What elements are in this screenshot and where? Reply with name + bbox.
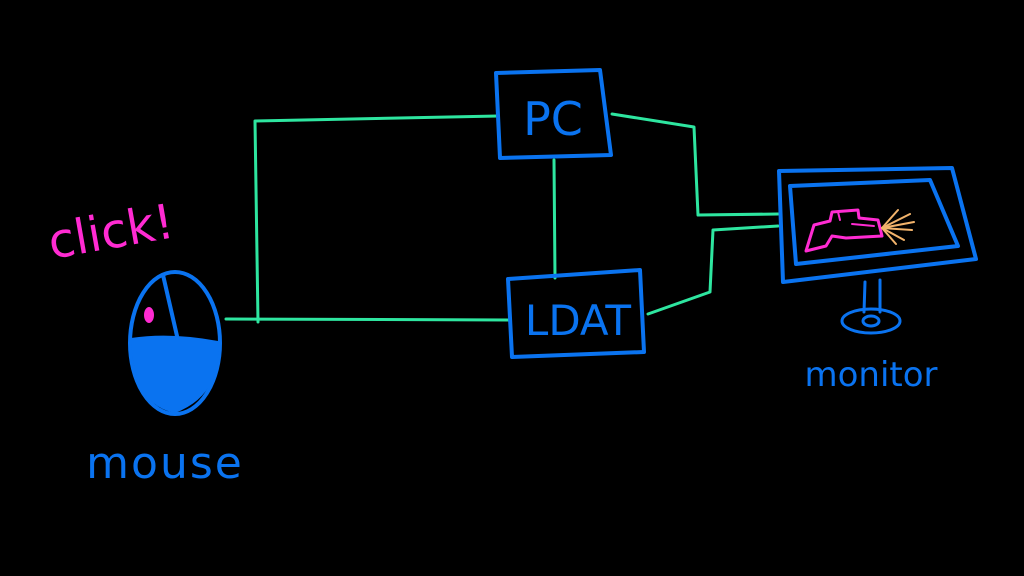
ldat-box <box>506 268 646 359</box>
mouse-button-divider <box>161 273 179 338</box>
mouse-body <box>128 270 222 416</box>
ldat-label: LDAT <box>525 296 631 345</box>
pc-box <box>494 68 613 160</box>
click-label: click! <box>44 194 178 271</box>
connections <box>224 112 780 324</box>
pc-label: PC <box>523 92 583 146</box>
ldat-node: LDAT <box>506 268 646 359</box>
mouse-lower-half <box>131 335 219 413</box>
pc-node: PC <box>494 68 613 160</box>
monitor-screen <box>788 178 960 266</box>
connection-pc-to-ldat <box>552 158 557 280</box>
monitor-stand-base-inner <box>861 314 881 328</box>
connection-pc-to-mouse <box>253 114 500 324</box>
gun-detail <box>837 211 875 227</box>
gun-body <box>804 208 884 253</box>
muzzle-flash <box>881 209 915 245</box>
monitor-stand-base <box>840 307 902 335</box>
monitor-icon <box>777 166 978 335</box>
mouse-click-dot <box>144 307 154 323</box>
connection-pc-to-monitor <box>610 112 780 217</box>
connection-ldat-to-monitor <box>646 224 780 316</box>
monitor-stand-neck <box>862 278 882 314</box>
connection-mouse-to-ldat <box>224 317 512 322</box>
mouse-label: mouse <box>86 438 244 489</box>
gun-icon <box>804 208 915 253</box>
monitor-frame <box>777 166 978 284</box>
monitor-label: monitor <box>804 355 937 395</box>
mouse-icon <box>128 270 222 416</box>
